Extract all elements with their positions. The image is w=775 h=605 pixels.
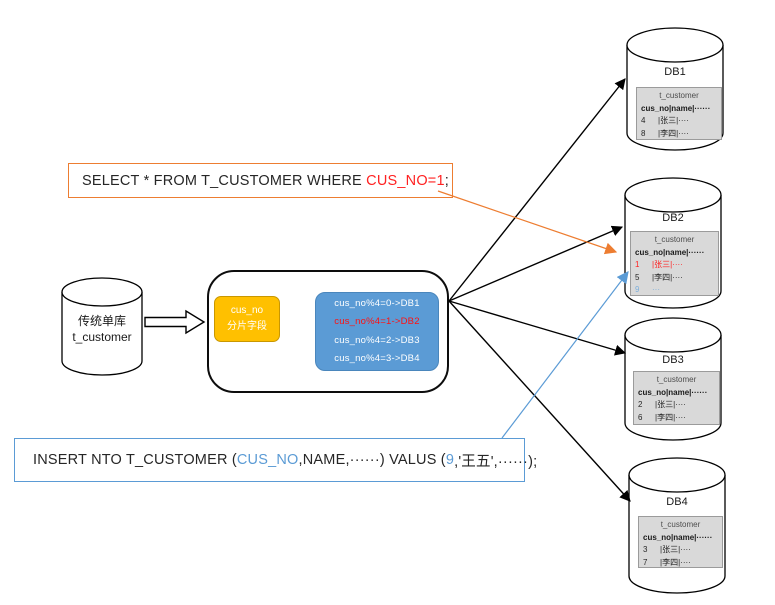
arrow-router-to-db3 — [448, 300, 627, 356]
row-no: 8 — [641, 128, 646, 138]
insert-cusno-highlight: CUS_NO — [236, 452, 299, 468]
source-db-table-name: t_customer — [72, 330, 132, 344]
select-query-text: SELECT * FROM T_CUSTOMER WHERE — [82, 172, 367, 189]
select-query-box: SELECT * FROM T_CUSTOMER WHERE CUS_NO=1; — [68, 163, 453, 198]
select-query-tail: ; — [444, 172, 449, 189]
db3-table: t_customer cus_no|name|······ 2|张三|···· … — [633, 371, 720, 425]
row-no: 2 — [638, 400, 643, 410]
table-row: 8 |李四|···· — [637, 128, 721, 139]
db2-label: DB2 — [662, 212, 684, 224]
db2-table: t_customer cus_no|name|······ 1|张三|···· … — [630, 231, 719, 296]
routing-rule: cus_no%4=0->DB1 — [334, 297, 420, 309]
row-value: |李四|···· — [652, 272, 683, 282]
source-db-label: 传统单库 t_customer — [62, 313, 142, 345]
row-value: |张三|···· — [652, 260, 683, 270]
row-value: ··· — [652, 285, 660, 295]
table-row: 7 |李四|···· — [639, 557, 722, 567]
row-value: |李四|···· — [658, 128, 689, 138]
table-row: 4 |张三|···· — [637, 115, 721, 128]
row-value: |张三|···· — [655, 400, 686, 410]
row-value: |张三|···· — [660, 545, 691, 555]
row-no: 3 — [643, 545, 648, 555]
row-value: |李四|···· — [655, 412, 686, 422]
row-value: |张三|···· — [658, 116, 689, 126]
insert-query-box: INSERT NTO T_CUSTOMER (CUS_NO,NAME,·····… — [14, 438, 537, 482]
shard-key-caption: 分片字段 — [227, 321, 267, 332]
routing-rule-highlighted: cus_no%4=1->DB2 — [334, 316, 420, 327]
db1-table: t_customer cus_no|name|······ 4|张三|···· … — [636, 87, 722, 140]
cus-no-highlight: CUS_NO=1 — [366, 172, 445, 189]
row-no: 1 — [635, 260, 640, 270]
insert-query-text-3: ,'王五',······); — [454, 453, 538, 470]
routing-rule: cus_no%4=2->DB3 — [334, 334, 420, 346]
table-row: 2 |张三|···· — [634, 399, 719, 412]
row-no: 6 — [638, 412, 643, 422]
shard-key-box: cus_no 分片字段 — [214, 296, 280, 342]
shard-key-name: cus_no — [230, 305, 264, 316]
table-row-inserted: 9 ··· — [631, 284, 718, 295]
row-no: 5 — [635, 272, 640, 282]
source-db-title: 传统单库 — [77, 314, 126, 328]
arrow-router-to-db2 — [448, 225, 624, 302]
insert-value-highlight: 9 — [445, 452, 455, 468]
table-row-matched: 1 |张三|···· — [631, 259, 718, 272]
table-header: cus_no|name|······ — [643, 532, 713, 542]
db1-label: DB1 — [664, 66, 686, 78]
arrow-router-to-db1 — [448, 78, 626, 302]
row-value: |李四|···· — [660, 557, 691, 567]
table-header: cus_no|name|······ — [638, 387, 708, 397]
table-name: t_customer — [654, 235, 695, 244]
arrow-select-to-db2 — [437, 190, 618, 255]
row-no: 7 — [643, 557, 648, 567]
table-row: 6 |李四|···· — [634, 412, 719, 424]
insert-query-text-2: ,NAME,······) VALUS ( — [298, 452, 446, 468]
insert-query-text-1: INSERT NTO T_CUSTOMER ( — [33, 452, 237, 468]
table-name: t_customer — [659, 91, 699, 100]
db4-table: t_customer cus_no|name|······ 3|张三|···· … — [638, 516, 723, 568]
table-header: cus_no|name|······ — [641, 103, 711, 113]
row-no: 4 — [641, 116, 646, 126]
db3-label: DB3 — [662, 354, 684, 366]
routing-rules-box: cus_no%4=0->DB1 cus_no%4=1->DB2 cus_no%4… — [315, 292, 439, 371]
table-row: 3 |张三|···· — [639, 544, 722, 557]
table-name: t_customer — [660, 520, 701, 529]
table-header: cus_no|name|······ — [635, 247, 705, 257]
row-no: 9 — [635, 285, 640, 295]
routing-rule: cus_no%4=3->DB4 — [334, 353, 420, 364]
table-row: 5 |李四|···· — [631, 272, 718, 285]
arrow-insert-to-db2 — [501, 271, 629, 439]
table-name: t_customer — [656, 375, 697, 384]
db4-label: DB4 — [666, 496, 688, 508]
hollow-arrow-source-to-router — [144, 309, 206, 335]
